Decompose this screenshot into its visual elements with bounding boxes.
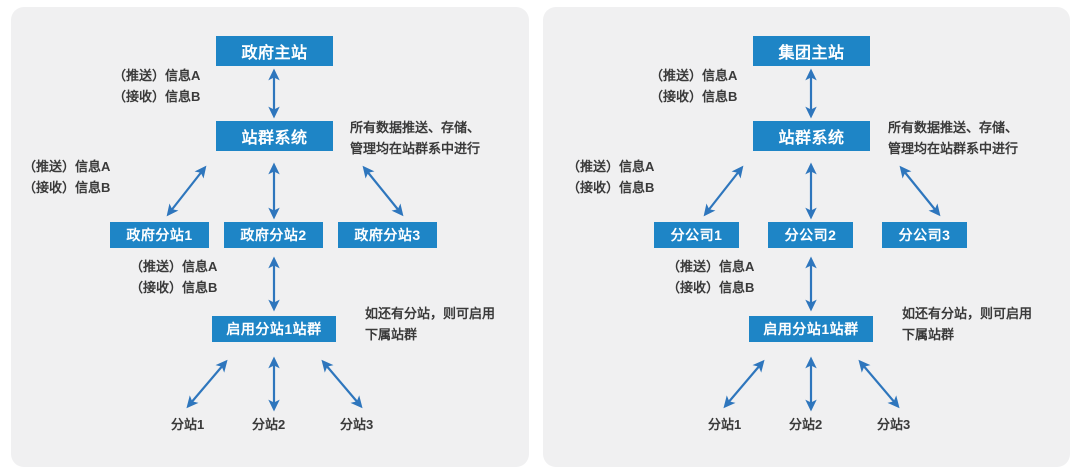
note-mid-push-enterprise: （推送）信息A <box>567 159 655 174</box>
note-bottom-line1-enterprise: 如还有分站，则可启用 <box>902 306 1033 321</box>
note-low-recv-government: （接收）信息B <box>130 280 218 295</box>
note-bottom-line1-government: 如还有分站，则可启用 <box>365 306 496 321</box>
note-right-line1-enterprise: 所有数据推送、存储、 <box>888 120 1019 135</box>
leaf-1-enterprise: 分站1 <box>708 417 742 432</box>
note-bottom-line2-enterprise: 下属站群 <box>902 327 955 342</box>
node-system-government[interactable]: 站群系统 <box>216 121 333 151</box>
note-right-line2-enterprise: 管理均在站群系中进行 <box>888 141 1019 156</box>
leaf-2-enterprise: 分站2 <box>789 417 823 432</box>
node-branch1-government[interactable]: 政府分站1 <box>110 222 209 248</box>
node-branch3-enterprise[interactable]: 分公司3 <box>882 222 967 248</box>
note-mid-recv-enterprise: （接收）信息B <box>567 180 655 195</box>
node-branch2-government[interactable]: 政府分站2 <box>224 222 323 248</box>
note-top-recv-enterprise: （接收）信息B <box>650 89 738 104</box>
note-right-line1-government: 所有数据推送、存储、 <box>350 120 481 135</box>
note-mid-push-government: （推送）信息A <box>23 159 111 174</box>
leaf-3-government: 分站3 <box>340 417 374 432</box>
node-subsystem-government[interactable]: 启用分站1站群 <box>212 316 336 342</box>
leaf-1-government: 分站1 <box>171 417 205 432</box>
node-subsystem-enterprise[interactable]: 启用分站1站群 <box>749 316 873 342</box>
note-top-push-enterprise: （推送）信息A <box>650 68 738 83</box>
note-right-line2-government: 管理均在站群系中进行 <box>350 141 481 156</box>
node-branch3-government[interactable]: 政府分站3 <box>338 222 437 248</box>
note-top-push-government: （推送）信息A <box>113 68 201 83</box>
note-low-recv-enterprise: （接收）信息B <box>667 280 755 295</box>
node-root-enterprise[interactable]: 集团主站 <box>753 36 870 66</box>
node-system-enterprise[interactable]: 站群系统 <box>753 121 870 151</box>
node-branch2-enterprise[interactable]: 分公司2 <box>768 222 853 248</box>
note-top-recv-government: （接收）信息B <box>113 89 201 104</box>
note-bottom-line2-government: 下属站群 <box>365 327 418 342</box>
node-root-government[interactable]: 政府主站 <box>216 36 333 66</box>
note-low-push-government: （推送）信息A <box>130 259 218 274</box>
note-mid-recv-government: （接收）信息B <box>23 180 111 195</box>
leaf-2-government: 分站2 <box>252 417 286 432</box>
note-low-push-enterprise: （推送）信息A <box>667 259 755 274</box>
leaf-3-enterprise: 分站3 <box>877 417 911 432</box>
node-branch1-enterprise[interactable]: 分公司1 <box>654 222 739 248</box>
